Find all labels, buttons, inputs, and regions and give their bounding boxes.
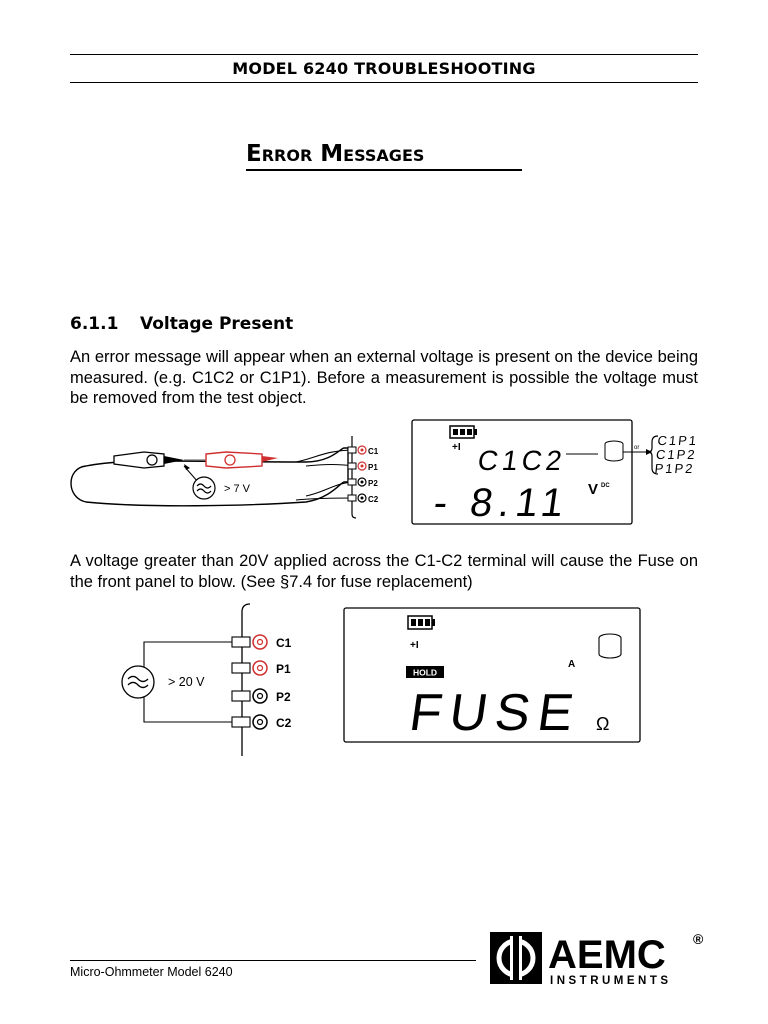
amp-label: A	[568, 659, 575, 670]
display-top-text: C1C2	[476, 445, 568, 476]
svg-text:P1: P1	[276, 662, 291, 676]
terminal-c1: C1	[347, 445, 379, 456]
terminal-p1: P1	[231, 660, 291, 676]
aemc-logo: AEMC ® INSTRUMENTS	[490, 931, 704, 987]
figure-fuse: > 20 V C1 P1 P2 C2 +I A HOLD	[121, 603, 641, 756]
brace	[647, 435, 659, 475]
lcd-display-2	[343, 607, 641, 743]
display-unit: V	[588, 481, 598, 498]
header-rule-top	[70, 54, 698, 55]
display-value: - 8.11	[431, 480, 573, 525]
paragraph-voltage-present: An error message will appear when an ext…	[70, 348, 698, 407]
section-number: 6.1.1	[70, 314, 119, 334]
hold-badge	[406, 666, 444, 678]
section-heading: 6.1.1 Voltage Present	[70, 314, 293, 334]
ac-source-icon	[121, 665, 155, 699]
svg-text:C1: C1	[368, 447, 379, 456]
svg-text:P1: P1	[368, 463, 378, 472]
cylinder-icon	[598, 633, 622, 659]
alt-p1p2: P1P2	[654, 461, 695, 476]
hold-label: HOLD	[413, 668, 437, 678]
black-clip	[113, 451, 184, 469]
terminal-p2: P2	[231, 688, 291, 704]
figure-voltage-present: > 7 V C1 P1 P2 C2 +I C1C2 - 8.	[70, 419, 699, 525]
test-lead-icon: +I	[452, 442, 461, 453]
terminal-c2: C2	[231, 714, 292, 730]
paragraph-fuse: A voltage greater than 20V applied acros…	[70, 552, 698, 591]
terminal-p1: P1	[347, 461, 378, 472]
battery-icon	[407, 615, 435, 630]
logo-sub: INSTRUMENTS	[550, 975, 672, 987]
svg-text:C2: C2	[276, 716, 292, 730]
svg-text:P2: P2	[276, 690, 291, 704]
fuse-display-text: FUSE	[406, 684, 585, 742]
section-title: Voltage Present	[140, 314, 294, 334]
ac-source-icon	[192, 476, 216, 500]
lcd-display-1	[411, 419, 633, 525]
page-title: Error Messages	[246, 141, 522, 171]
red-clip	[205, 451, 278, 469]
svg-text:C1: C1	[276, 636, 292, 650]
cylinder-icon	[604, 440, 624, 462]
test-lead-icon: +I	[410, 640, 419, 651]
terminal-c2: C2	[347, 493, 379, 504]
logo-text: AEMC	[548, 933, 666, 977]
header-title: MODEL 6240 TROUBLESHOOTING	[232, 59, 536, 78]
battery-icon	[449, 425, 477, 439]
alt-c1p1: C1P1	[657, 433, 699, 448]
svg-text:C2: C2	[368, 495, 379, 504]
display-unit-sub: DC	[601, 483, 610, 489]
alt-c1p2: C1P2	[655, 447, 697, 462]
terminal-p2: P2	[347, 477, 378, 488]
voltage-label-7v: > 7 V	[224, 483, 251, 495]
terminal-c1: C1	[231, 634, 292, 650]
footer-text: Micro-Ohmmeter Model 6240	[70, 965, 233, 979]
header-rule-bottom	[70, 82, 698, 83]
ohm-symbol: Ω	[596, 714, 609, 734]
footer-rule	[70, 960, 476, 961]
voltage-label-20v: > 20 V	[168, 675, 205, 689]
registered-mark: ®	[693, 931, 704, 947]
svg-text:P2: P2	[368, 479, 378, 488]
or-label: or	[634, 445, 639, 451]
